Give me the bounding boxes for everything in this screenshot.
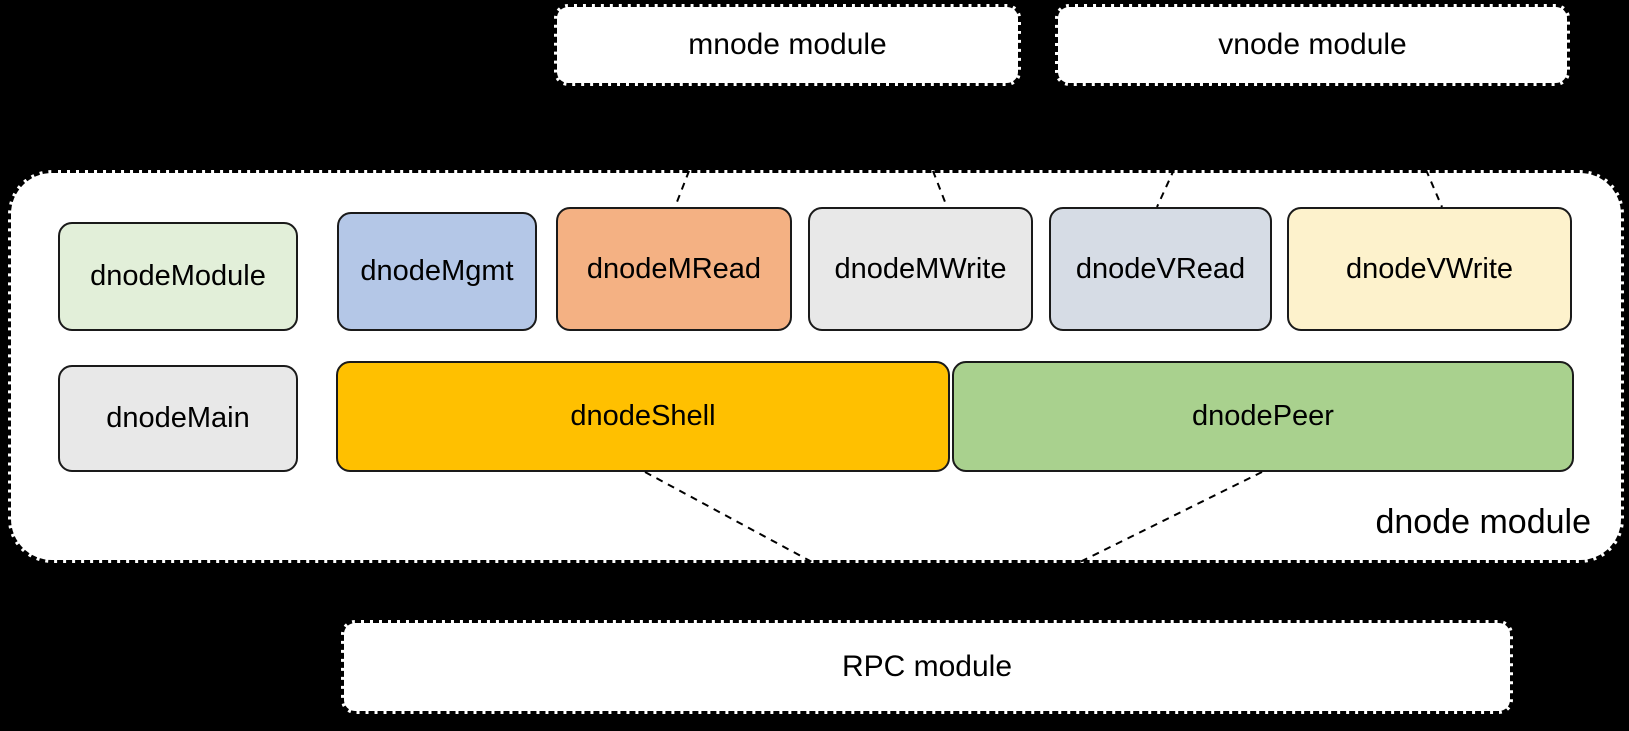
dnode-shell-box-label: dnodeShell	[570, 400, 716, 432]
dnode-mgmt-box-label: dnodeMgmt	[360, 255, 514, 287]
dnode-shell-box[interactable]: dnodeShell	[336, 361, 950, 472]
dnode-vwrite-box-label: dnodeVWrite	[1345, 252, 1514, 285]
dnode-mwrite-box[interactable]: dnodeMWrite	[808, 207, 1033, 331]
rpc-module-box[interactable]: RPC module	[341, 620, 1513, 714]
dnode-vread-box-label: dnodeVRead	[1075, 252, 1246, 285]
vnode-module-box[interactable]: vnode module	[1055, 4, 1570, 86]
dnode-module-label: dnode module	[1375, 503, 1591, 541]
dnode-main-box[interactable]: dnodeMain	[58, 365, 298, 472]
dnode-peer-box-label: dnodePeer	[1192, 400, 1334, 432]
dnode-mread-box-label: dnodeMRead	[586, 252, 762, 285]
dnode-mgmt-box[interactable]: dnodeMgmt	[337, 212, 537, 331]
dnode-module-box-label: dnodeModule	[90, 260, 266, 292]
dnode-mread-box[interactable]: dnodeMRead	[556, 207, 792, 331]
rpc-module-label: RPC module	[841, 650, 1013, 683]
dnode-main-box-label: dnodeMain	[106, 402, 250, 434]
mnode-module-label: mnode module	[688, 28, 887, 61]
dnode-module-box[interactable]: dnodeModule	[58, 222, 298, 331]
dnode-mwrite-box-label: dnodeMWrite	[834, 252, 1007, 285]
dnode-vread-box[interactable]: dnodeVRead	[1049, 207, 1272, 331]
mnode-module-box[interactable]: mnode module	[554, 4, 1021, 86]
dnode-peer-box[interactable]: dnodePeer	[952, 361, 1574, 472]
vnode-module-label: vnode module	[1218, 28, 1407, 61]
dnode-vwrite-box[interactable]: dnodeVWrite	[1287, 207, 1572, 331]
